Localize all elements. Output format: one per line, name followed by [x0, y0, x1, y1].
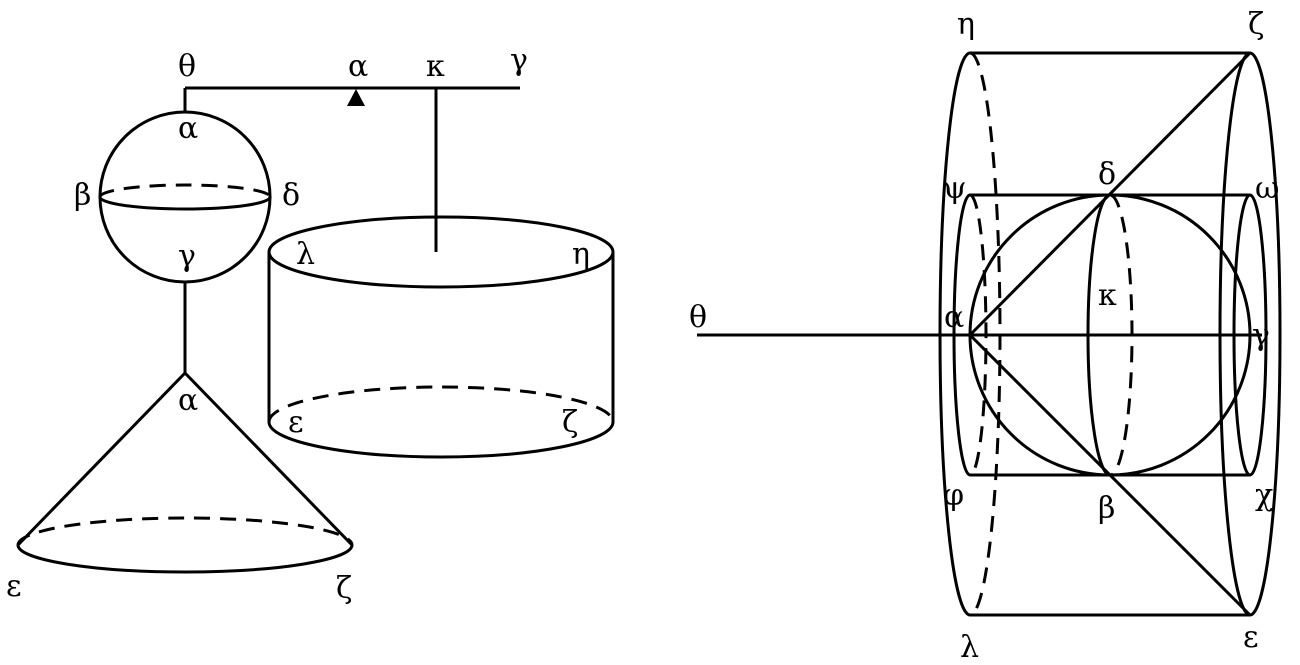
label-cylinder-lambda: λ	[296, 237, 315, 272]
label-eta: η	[957, 7, 975, 42]
label-lever-kappa: κ	[426, 49, 445, 84]
label-cone-epsilon: ε	[6, 569, 22, 604]
label-cylinder-eta: η	[572, 237, 590, 272]
cone-right-side	[183, 371, 354, 547]
left-figure: θ α κ γ α β δ γ α ε ζ λ η ε ζ	[6, 43, 615, 606]
label-cylinder-epsilon: ε	[288, 405, 304, 440]
label-delta: δ	[1098, 157, 1116, 192]
label-lambda: λ	[960, 630, 979, 665]
label-kappa: κ	[1098, 278, 1117, 313]
label-zeta: ζ	[1248, 7, 1264, 42]
outer-left-ellipse-back	[969, 51, 1002, 617]
sphere-equator-front	[98, 196, 272, 211]
label-lever-alpha: α	[348, 49, 368, 84]
label-beta: β	[1098, 491, 1115, 526]
label-cone-zeta: ζ	[336, 571, 352, 606]
cone-base-front	[16, 544, 354, 574]
cylinder-base-front	[267, 421, 615, 459]
cylinder-base-back	[267, 385, 615, 423]
label-chi: χ	[1255, 478, 1273, 513]
label-epsilon: ε	[1243, 620, 1259, 655]
label-theta: θ	[689, 300, 707, 335]
cone-base-back	[16, 516, 354, 546]
label-lever-gamma: γ	[510, 43, 528, 78]
label-psi: ψ	[943, 171, 967, 206]
cone-generator-upper	[968, 51, 1252, 337]
label-omega: ω	[1255, 171, 1279, 206]
label-sphere-gamma: γ	[178, 239, 196, 274]
fulcrum-triangle	[347, 89, 365, 106]
label-sphere-delta: δ	[282, 178, 300, 213]
label-gamma: γ	[1252, 318, 1270, 353]
label-cylinder-zeta: ζ	[562, 405, 578, 440]
cone-generator-lower	[968, 333, 1252, 617]
label-lever-theta: θ	[178, 49, 196, 84]
cylinder-top	[267, 215, 615, 289]
right-figure: η ζ ψ δ ω θ α κ γ φ β χ λ ε	[689, 7, 1282, 665]
label-phi: φ	[943, 478, 964, 513]
label-sphere-alpha: α	[178, 111, 198, 146]
label-cone-alpha: α	[178, 383, 198, 418]
cone-left-side	[16, 371, 187, 547]
sphere-equator-back	[98, 183, 272, 198]
label-alpha: α	[944, 300, 964, 335]
label-sphere-beta: β	[74, 178, 91, 213]
